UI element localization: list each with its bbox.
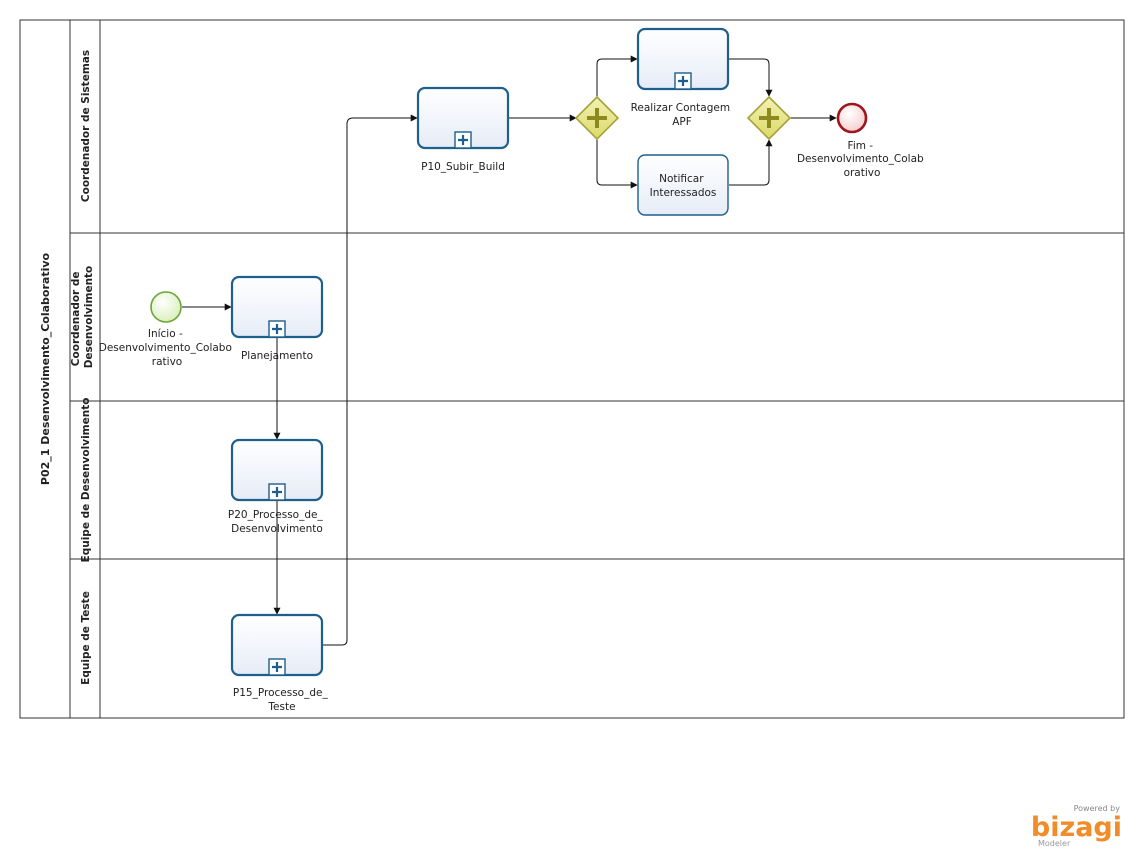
- plus-icon: [759, 108, 779, 128]
- task-p20-processo-desenvolvimento[interactable]: P20_Processo_de_ Desenvolvimento: [228, 438, 326, 535]
- parallel-gateway-join[interactable]: [746, 95, 792, 141]
- subprocess-marker-icon: [268, 483, 286, 501]
- lane-label-equipe-desenvolvimento: Equipe de Desenvolvimento: [80, 398, 92, 563]
- task-label: Notificar Interessados: [650, 173, 717, 199]
- task-planejamento[interactable]: Planejamento: [230, 275, 324, 362]
- task-label: P20_Processo_de_ Desenvolvimento: [228, 509, 326, 535]
- start-event-label: Início - Desenvolvimento_Colabo rativo: [99, 328, 236, 368]
- task-notificar-interessados[interactable]: Notificar Interessados: [637, 154, 729, 216]
- subprocess-marker-icon: [268, 658, 286, 676]
- task-label: P10_Subir_Build: [421, 161, 505, 173]
- subprocess-marker-icon: [268, 320, 286, 338]
- lane-label-coordenador-sistemas: Coordenador de Sistemas: [80, 50, 92, 202]
- pool-border: [19, 19, 1125, 719]
- flow-notificar-to-join[interactable]: [729, 139, 773, 186]
- end-event[interactable]: Fim - Desenvolvimento_Colab orativo: [797, 102, 927, 179]
- parallel-gateway-split[interactable]: [574, 95, 620, 141]
- flow-split-to-notificar[interactable]: [596, 139, 638, 189]
- task-p10-subir-build[interactable]: P10_Subir_Build: [416, 86, 510, 173]
- task-label: P15_Processo_de_ Teste: [233, 687, 331, 713]
- task-p15-processo-teste[interactable]: P15_Processo_de_ Teste: [230, 613, 331, 713]
- bizagi-logo: bizagi: [1031, 812, 1122, 843]
- plus-icon: [587, 108, 607, 128]
- task-label: Realizar Contagem APF: [631, 102, 734, 128]
- lane-label-equipe-teste: Equipe de Teste: [80, 591, 92, 685]
- end-event-label: Fim - Desenvolvimento_Colab orativo: [797, 140, 927, 179]
- sequence-flows: [182, 55, 837, 646]
- start-event-circle[interactable]: [150, 291, 182, 323]
- task-realizar-contagem-apf[interactable]: Realizar Contagem APF: [631, 27, 734, 128]
- end-event-circle[interactable]: [836, 102, 868, 134]
- subprocess-marker-icon: [674, 72, 692, 90]
- flow-split-to-contagem[interactable]: [596, 55, 638, 97]
- powered-by-text: Powered by: [1074, 804, 1121, 813]
- modeler-text: Modeler: [1038, 839, 1071, 848]
- flow-contagem-to-join[interactable]: [729, 58, 773, 97]
- lane-label-coordenador-desenvolvimento: Coordenador de Desenvolvimento: [70, 266, 95, 369]
- task-label: Planejamento: [241, 350, 313, 362]
- flow-p15-to-p10[interactable]: [323, 114, 418, 646]
- start-event[interactable]: Início - Desenvolvimento_Colabo rativo: [99, 291, 236, 368]
- bizagi-branding: Powered by bizagi Modeler: [1031, 804, 1122, 848]
- subprocess-marker-icon: [454, 131, 472, 149]
- pool: P02_1 Desenvolvimento_Colaborativo Coord…: [19, 19, 1125, 719]
- pool-label: P02_1 Desenvolvimento_Colaborativo: [39, 252, 52, 485]
